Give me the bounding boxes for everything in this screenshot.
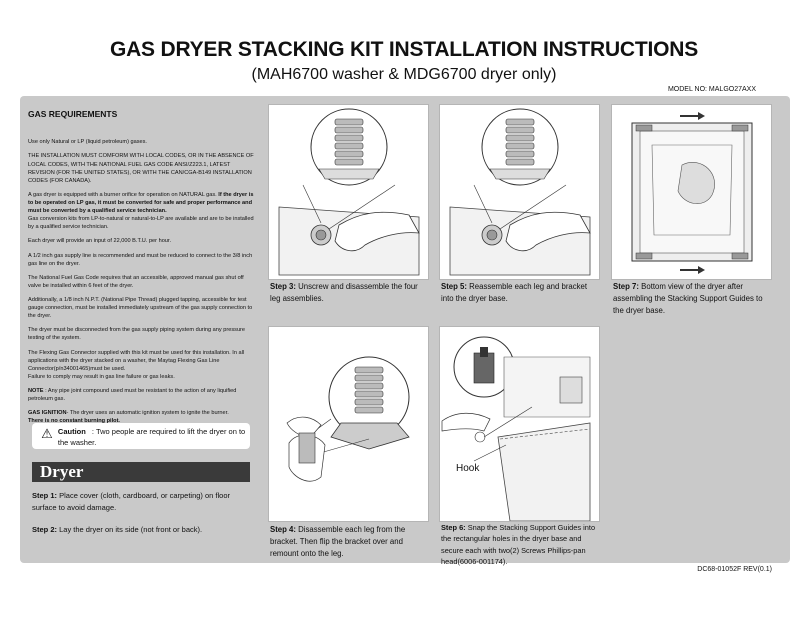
req-p4: Each dryer will provide an input of 22,0…	[28, 238, 172, 245]
step-5-caption: Step 5: Reassemble each leg and bracket …	[441, 282, 588, 304]
page-subtitle: (MAH6700 washer & MDG6700 dryer only)	[251, 66, 557, 83]
leg-unscrew-illustration	[278, 108, 420, 276]
step-4-image	[268, 326, 429, 522]
gas-requirements-column: GAS REQUIREMENTS Use only Natural or LP …	[28, 104, 256, 554]
req-p1: Use only Natural or LP (liquid petroleum…	[28, 139, 147, 146]
req-p9: The Flexing Gas Connector supplied with …	[28, 349, 245, 380]
step-1: Step 1: Place cover (cloth, cardboard, o…	[32, 491, 231, 512]
step-3-image	[268, 104, 429, 280]
gas-requirements-heading: GAS REQUIREMENTS	[28, 109, 118, 119]
step-2: Step 2: Lay the dryer on its side (not f…	[32, 525, 203, 534]
document-number: DC68-01052F REV(0.1)	[697, 566, 772, 573]
support-guide-install-illustration	[441, 336, 591, 521]
req-p8: The dryer must be disconnected from the …	[28, 327, 246, 342]
req-p2: THE INSTALLATION MUST COMFORM WITH LOCAL…	[28, 153, 254, 184]
req-p3: A gas dryer is equipped with a burner or…	[28, 191, 254, 231]
req-p6: The National Fuel Gas Code requires that…	[28, 274, 244, 289]
req-p11: GAS IGNITION- The dryer uses an automati…	[28, 410, 229, 425]
step-4-caption: Step 4: Disassemble each leg from the br…	[270, 525, 406, 559]
req-p10: NOTE : Any pipe joint compound used must…	[28, 387, 237, 403]
req-p5: A 1/2 inch gas supply line is recommende…	[28, 252, 253, 267]
model-number: MODEL NO: MALGO27AXX	[667, 86, 756, 93]
dryer-bottom-view-illustration	[631, 112, 753, 274]
step-6-caption: Step 6: Snap the Stacking Support Guides…	[441, 523, 596, 567]
step-7-caption: Step 7: Bottom view of the dryer after a…	[613, 282, 763, 316]
leg-bracket-illustration	[286, 356, 410, 482]
warning-icon: ⚠	[41, 426, 53, 441]
leg-reassemble-illustration	[449, 108, 591, 276]
hook-label: Hook	[456, 463, 480, 474]
step-3-caption: Step 3: Unscrew and disassemble the four…	[270, 282, 418, 304]
page-title: GAS DRYER STACKING KIT INSTALLATION INST…	[109, 38, 699, 61]
step-7-image	[611, 104, 772, 280]
req-p7: Additionally, a 1/8 inch N.P.T. (Nationa…	[28, 296, 253, 320]
dryer-section-heading: Dryer	[32, 462, 250, 482]
caution-box: ⚠ Caution : Two people are required to l…	[32, 423, 250, 449]
step-5-image	[439, 104, 600, 280]
step-6-image: Hook	[439, 326, 600, 522]
